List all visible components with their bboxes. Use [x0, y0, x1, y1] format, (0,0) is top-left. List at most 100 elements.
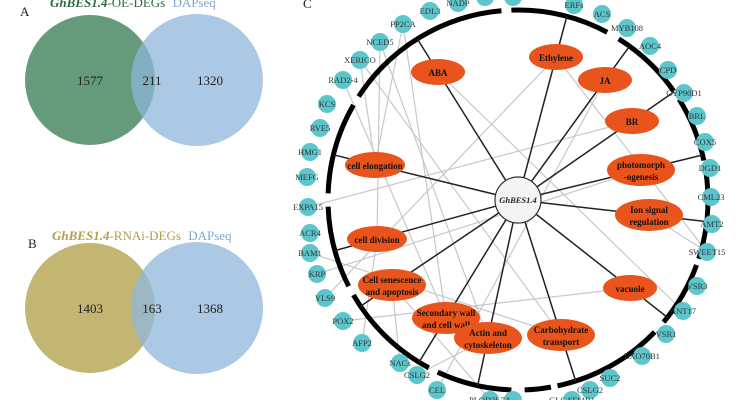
- gene-label: RAD2-4: [328, 75, 358, 85]
- panel-label-a: A: [20, 4, 30, 19]
- gene-label: SWEET15: [689, 247, 726, 257]
- gene-node: [334, 71, 352, 89]
- cross-link-line: [437, 71, 684, 312]
- gene-label: ACR4: [299, 228, 321, 238]
- ring-arc: [617, 36, 676, 93]
- category-node: [454, 322, 522, 354]
- gene-label: CYP90D1: [666, 88, 701, 98]
- gene-node: [581, 381, 599, 399]
- gene-node: [301, 244, 319, 262]
- category-node: [358, 269, 426, 301]
- gene-label: CEL: [429, 385, 445, 395]
- gene-node: [371, 33, 389, 51]
- gene-label: COX5: [694, 137, 716, 147]
- gene-label: ACS: [594, 9, 611, 19]
- hub-spoke-line: [517, 79, 606, 201]
- ring-arc: [677, 97, 707, 162]
- category-node: [527, 319, 595, 351]
- gene-label: NACs: [389, 358, 410, 368]
- gene-node: [353, 334, 371, 352]
- gene-node: [565, 0, 583, 14]
- venn-a-set2-circle: [131, 14, 263, 146]
- venn-b-only2-count: 1368: [197, 301, 223, 316]
- cross-link-line: [324, 56, 557, 299]
- gene-node: [308, 265, 326, 283]
- gene-label: CML23: [698, 192, 725, 202]
- gene-node: [618, 19, 636, 37]
- gene-label: ANT17: [670, 306, 696, 316]
- gene-label: AOC4: [639, 41, 662, 51]
- gene-node: [688, 277, 706, 295]
- venn-a-title: GhBES1.4-OE-DEGs DAPseq: [50, 0, 216, 11]
- gene-node: [301, 143, 319, 161]
- venn-b-set2-circle: [131, 242, 263, 374]
- gene-label: AFP2: [352, 338, 372, 348]
- category-node: [607, 154, 675, 186]
- category-label: cell elongation: [347, 161, 402, 171]
- ring-arc: [436, 369, 512, 393]
- gene-node: [563, 391, 581, 400]
- venn-b-set2-name: DAPseq: [188, 228, 232, 243]
- category-label: BR: [626, 117, 639, 127]
- gene-label: MYB108: [611, 23, 643, 33]
- gene-node: [391, 354, 409, 372]
- category-node: [603, 275, 657, 301]
- category-node: [615, 199, 683, 231]
- hub-label: GhBES1.4: [499, 195, 537, 205]
- gene-node: [394, 15, 412, 33]
- venn-b-set1-rest: -RNAi-DEGs: [109, 228, 181, 243]
- venn-a-set1-rest: -OE-DEGs: [107, 0, 166, 10]
- ring-arc: [524, 384, 552, 393]
- hub-spoke-line: [517, 199, 631, 289]
- gene-node: [659, 61, 677, 79]
- venn-a-only2-count: 1320: [197, 73, 223, 88]
- gene-label: EXO70B1: [624, 351, 660, 361]
- venn-a-set1-italic: GhBES1.4: [50, 0, 108, 10]
- gene-label: VSR1: [656, 329, 677, 339]
- gene-label: BAM1: [298, 248, 322, 258]
- hub-spoke-line: [437, 71, 519, 201]
- gene-node: [334, 312, 352, 330]
- venn-a-only1-count: 1577: [77, 73, 104, 88]
- venn-b-only1-count: 1403: [77, 301, 103, 316]
- panel-label-b: B: [28, 236, 37, 251]
- ring-arc: [325, 103, 356, 194]
- panel-label-c: C: [303, 0, 312, 11]
- gene-node: [701, 159, 719, 177]
- category-label: Ethylene: [539, 53, 573, 63]
- venn-a-set2-name: DAPseq: [172, 0, 216, 10]
- gene-label: RVE5: [310, 123, 331, 133]
- gene-label: DGD1: [699, 163, 722, 173]
- category-node: [345, 152, 405, 178]
- hub-spoke-line: [391, 199, 519, 286]
- gene-label: PP2CA: [390, 19, 416, 29]
- ring-arc: [511, 7, 609, 35]
- gene-node: [657, 325, 675, 343]
- category-node: [411, 59, 465, 85]
- cross-link-line: [376, 41, 381, 240]
- gene-node: [311, 119, 329, 137]
- gene-node: [703, 215, 721, 233]
- cross-link-line: [359, 59, 562, 336]
- ring-arc: [351, 293, 430, 370]
- gene-label: MEFG: [295, 172, 319, 182]
- gene-node: [408, 366, 426, 384]
- venn-b-set1-circle: [25, 243, 155, 373]
- gene-label: YLS9: [315, 293, 335, 303]
- category-label: ABA: [428, 68, 448, 78]
- cross-link-line: [402, 23, 447, 319]
- gene-label: GLCAT14B1: [549, 395, 595, 400]
- gene-label: HMG1: [298, 147, 322, 157]
- cross-link-line: [342, 79, 447, 319]
- venn-a-overlap-count: 211: [142, 73, 161, 88]
- gene-node: [688, 107, 706, 125]
- cross-link-line: [379, 41, 489, 339]
- gene-label: KCS: [319, 99, 336, 109]
- gene-node: [298, 168, 316, 186]
- category-node: [529, 44, 583, 70]
- cross-link-line: [374, 23, 404, 166]
- category-label: JA: [600, 76, 612, 86]
